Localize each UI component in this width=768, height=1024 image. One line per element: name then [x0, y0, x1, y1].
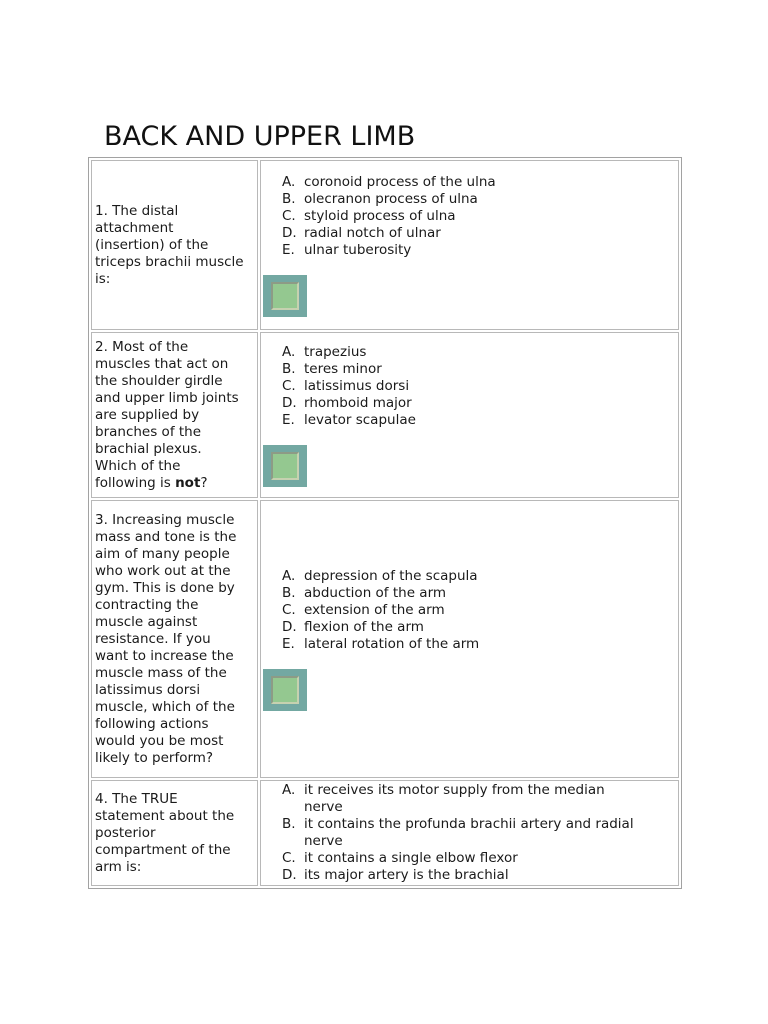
option-item: E. ulnar tuberosity	[282, 242, 677, 259]
option-label: A.	[282, 567, 296, 584]
options-list: A. coronoid process of the ulna B. olecran…	[262, 174, 677, 259]
option-label: B.	[282, 584, 296, 601]
option-label: A.	[282, 782, 296, 798]
answer-reveal-button[interactable]	[263, 274, 307, 317]
option-item: B. teres minor	[282, 361, 677, 378]
option-item: E. lateral rotation of the arm	[282, 636, 677, 653]
option-text: depression of the scapula	[304, 567, 478, 584]
option-text: radial notch of ulnar	[304, 224, 441, 241]
question-text-part: ?	[200, 474, 208, 491]
answer-reveal-button-face	[271, 675, 299, 704]
answer-cell: A. it receives its motor supply from the …	[260, 780, 679, 886]
answer-reveal-button[interactable]	[263, 668, 307, 711]
option-item: A. coronoid process of the ulna	[282, 174, 677, 191]
option-label: D.	[282, 394, 297, 411]
question-text: 1. The distal attachment (insertion) of …	[95, 202, 244, 287]
option-text: coronoid process of the ulna	[304, 173, 496, 190]
question-text: 2. Most of the muscles that act on the s…	[95, 339, 245, 492]
answer-cell: A. trapezius B. teres minor C. latissimus d…	[260, 332, 679, 498]
answer-cell: A. depression of the scapula B. abduction …	[260, 500, 679, 778]
question-emphasis: not	[175, 474, 201, 491]
option-label: A.	[282, 173, 296, 190]
option-text: rhomboid major	[304, 394, 412, 411]
option-label: E.	[282, 241, 295, 258]
option-label: D.	[282, 867, 297, 883]
table-row-q3: 3. Increasing muscle mass and tone is th…	[91, 500, 679, 778]
option-text: olecranon process of ulna	[304, 190, 478, 207]
option-label: D.	[282, 618, 297, 635]
quiz-table: 1. The distal attachment (insertion) of …	[88, 157, 682, 889]
question-text: 4. The TRUE statement about the posterio…	[95, 790, 235, 875]
option-item: D. flexion of the arm	[282, 619, 677, 636]
question-cell: 1. The distal attachment (insertion) of …	[91, 160, 258, 330]
option-text: lateral rotation of the arm	[304, 635, 480, 652]
option-label: B.	[282, 360, 296, 377]
option-item: C. styloid process of ulna	[282, 208, 677, 225]
options-list: A. depression of the scapula B. abduction …	[262, 568, 677, 653]
option-text: it contains a single elbow flexor	[304, 850, 518, 866]
question-text: 3. Increasing muscle mass and tone is th…	[95, 511, 237, 766]
answer-reveal-button-face	[271, 451, 299, 480]
option-label: D.	[282, 224, 297, 241]
option-label: C.	[282, 850, 296, 866]
answer-reveal-button[interactable]	[263, 444, 307, 487]
page-title: BACK AND UPPER LIMB	[104, 121, 416, 152]
question-cell: 3. Increasing muscle mass and tone is th…	[91, 500, 258, 778]
option-text: abduction of the arm	[304, 584, 447, 601]
option-label: B.	[282, 816, 296, 832]
table-row-q4: 4. The TRUE statement about the posterio…	[91, 780, 679, 886]
option-text: flexion of the arm	[304, 618, 424, 635]
option-text: extension of the arm	[304, 601, 445, 618]
option-text: its major artery is the brachial	[304, 867, 509, 883]
option-text: styloid process of ulna	[304, 207, 456, 224]
option-item: C. extension of the arm	[282, 602, 677, 619]
question-cell: 2. Most of the muscles that act on the s…	[91, 332, 258, 498]
option-item: A. it receives its motor supply from the …	[282, 782, 677, 816]
option-text: latissimus dorsi	[304, 377, 410, 394]
option-item: E. levator scapulae	[282, 412, 677, 429]
option-label: E.	[282, 411, 295, 428]
option-item: C. it contains a single elbow flexor	[282, 850, 677, 867]
option-item: B. it contains the profunda brachii arter…	[282, 816, 677, 850]
option-text: trapezius	[304, 343, 367, 360]
option-item: B. abduction of the arm	[282, 585, 677, 602]
option-item: A. trapezius	[282, 344, 677, 361]
option-label: C.	[282, 377, 296, 394]
option-item: B. olecranon process of ulna	[282, 191, 677, 208]
option-text: teres minor	[304, 360, 382, 377]
option-label: C.	[282, 207, 296, 224]
option-label: A.	[282, 343, 296, 360]
answer-cell: A. coronoid process of the ulna B. olecran…	[260, 160, 679, 330]
option-label: E.	[282, 635, 295, 652]
table-row-q1: 1. The distal attachment (insertion) of …	[91, 160, 679, 330]
option-text: levator scapulae	[304, 411, 416, 428]
option-label: B.	[282, 190, 296, 207]
option-item: D. its major artery is the brachial	[282, 867, 677, 884]
option-item: C. latissimus dorsi	[282, 378, 677, 395]
table-row-q2: 2. Most of the muscles that act on the s…	[91, 332, 679, 498]
option-text: it receives its motor supply from the me…	[304, 782, 605, 815]
option-item: D. rhomboid major	[282, 395, 677, 412]
answer-reveal-button-face	[271, 281, 299, 310]
option-text: ulnar tuberosity	[304, 241, 412, 258]
option-text: it contains the profunda brachii artery …	[304, 816, 634, 849]
options-list: A. trapezius B. teres minor C. latissimus d…	[262, 344, 677, 429]
question-text-part: 2. Most of the muscles that act on the s…	[95, 338, 239, 491]
option-label: C.	[282, 601, 296, 618]
options-list: A. it receives its motor supply from the …	[262, 782, 677, 884]
option-item: A. depression of the scapula	[282, 568, 677, 585]
option-item: D. radial notch of ulnar	[282, 225, 677, 242]
question-cell: 4. The TRUE statement about the posterio…	[91, 780, 258, 886]
